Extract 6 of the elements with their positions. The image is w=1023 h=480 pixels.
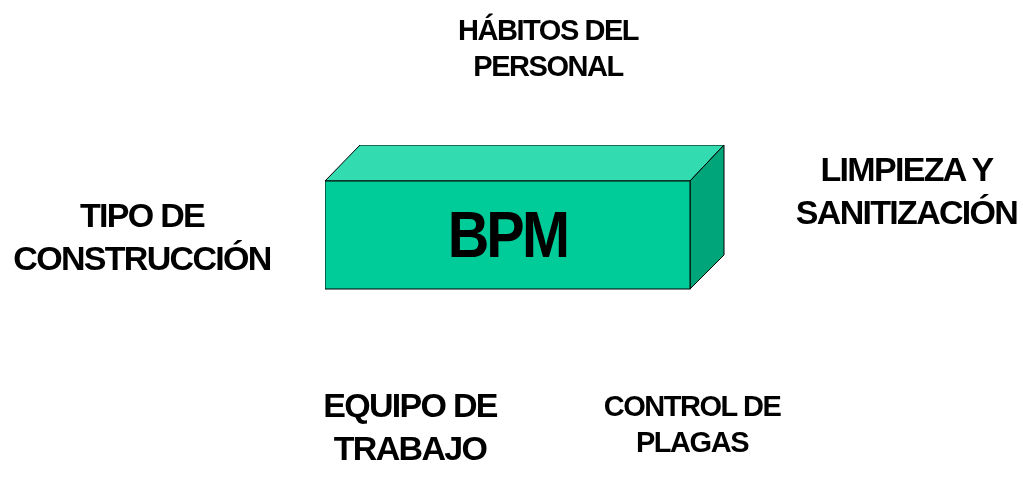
topic-label: LIMPIEZA Y SANITIZACIÓN — [794, 149, 1019, 233]
block-label: BPM — [447, 203, 568, 267]
topic-label: CONTROL DE PLAGAS — [602, 389, 782, 461]
topic-label: TIPO DE CONSTRUCCIÓN — [12, 195, 272, 279]
topic-label: HÁBITOS DEL PERSONAL — [456, 12, 640, 85]
topic-label: EQUIPO DE TRABAJO — [322, 385, 498, 469]
